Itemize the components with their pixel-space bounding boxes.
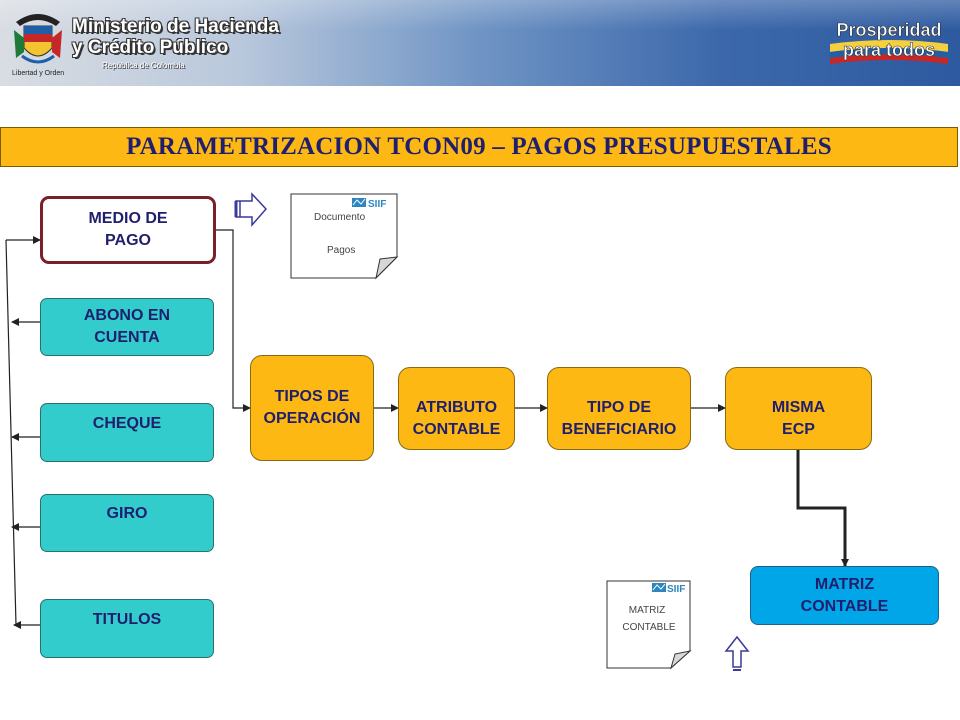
ecp-to-matriz-connector: [796, 450, 849, 567]
ministry-line-2: y Crédito Público: [72, 37, 229, 58]
prosperity-line-2: para todos: [843, 40, 935, 60]
document-1-line-2: Pagos: [327, 245, 355, 256]
motto-text: Libertad y Orden: [12, 70, 65, 77]
node-abono-en-cuenta[interactable]: ABONO EN CUENTA: [40, 298, 214, 356]
node-medio-de-pago[interactable]: MEDIO DE PAGO: [40, 196, 216, 264]
header-shine: [0, 0, 960, 30]
medio-to-tipos-connector: [215, 229, 251, 412]
node-misma-ecp[interactable]: MISMA ECP: [725, 367, 872, 450]
title-bar: PARAMETRIZACION TCON09 – PAGOS PRESUPUES…: [0, 127, 958, 167]
document-matriz-icon: SIIF MATRIZ CONTABLE: [606, 580, 692, 670]
block-arrow-right-icon: [234, 192, 268, 227]
siif-logo-1: SIIF: [368, 199, 386, 210]
node-tipos-de-operacion[interactable]: TIPOS DE OPERACIÓN: [250, 355, 374, 461]
node-cheque[interactable]: CHEQUE: [40, 403, 214, 462]
coat-of-arms-icon: [14, 14, 62, 64]
header-band: Libertad y Orden Ministerio de Hacienda …: [0, 0, 960, 86]
node-atributo-contable[interactable]: ATRIBUTO CONTABLE: [398, 367, 515, 450]
node-giro[interactable]: GIRO: [40, 494, 214, 552]
ministry-name: Ministerio de Hacienda y Crédito Público: [72, 16, 279, 58]
node-titulos[interactable]: TITULOS: [40, 599, 214, 658]
document-1-line-1: Documento: [314, 212, 366, 223]
page-title: PARAMETRIZACION TCON09 – PAGOS PRESUPUES…: [126, 133, 832, 160]
prosperity-logo: Prosperidad para todos: [830, 20, 948, 64]
siif-logo-2: SIIF: [667, 584, 685, 595]
prosperity-line-1: Prosperidad: [836, 20, 941, 40]
document-2-line-2: CONTABLE: [622, 622, 675, 633]
left-bus-line: [5, 239, 17, 626]
republic-text: República de Colombia: [102, 61, 185, 70]
node-matriz-contable[interactable]: MATRIZ CONTABLE: [750, 566, 939, 625]
document-2-line-1: MATRIZ: [629, 605, 665, 616]
ministry-line-1: Ministerio de Hacienda: [72, 16, 279, 37]
document-pagos-icon: SIIF Documento Pagos: [290, 193, 399, 280]
node-tipo-de-beneficiario[interactable]: TIPO DE BENEFICIARIO: [547, 367, 691, 450]
block-arrow-up-icon: [724, 635, 750, 671]
